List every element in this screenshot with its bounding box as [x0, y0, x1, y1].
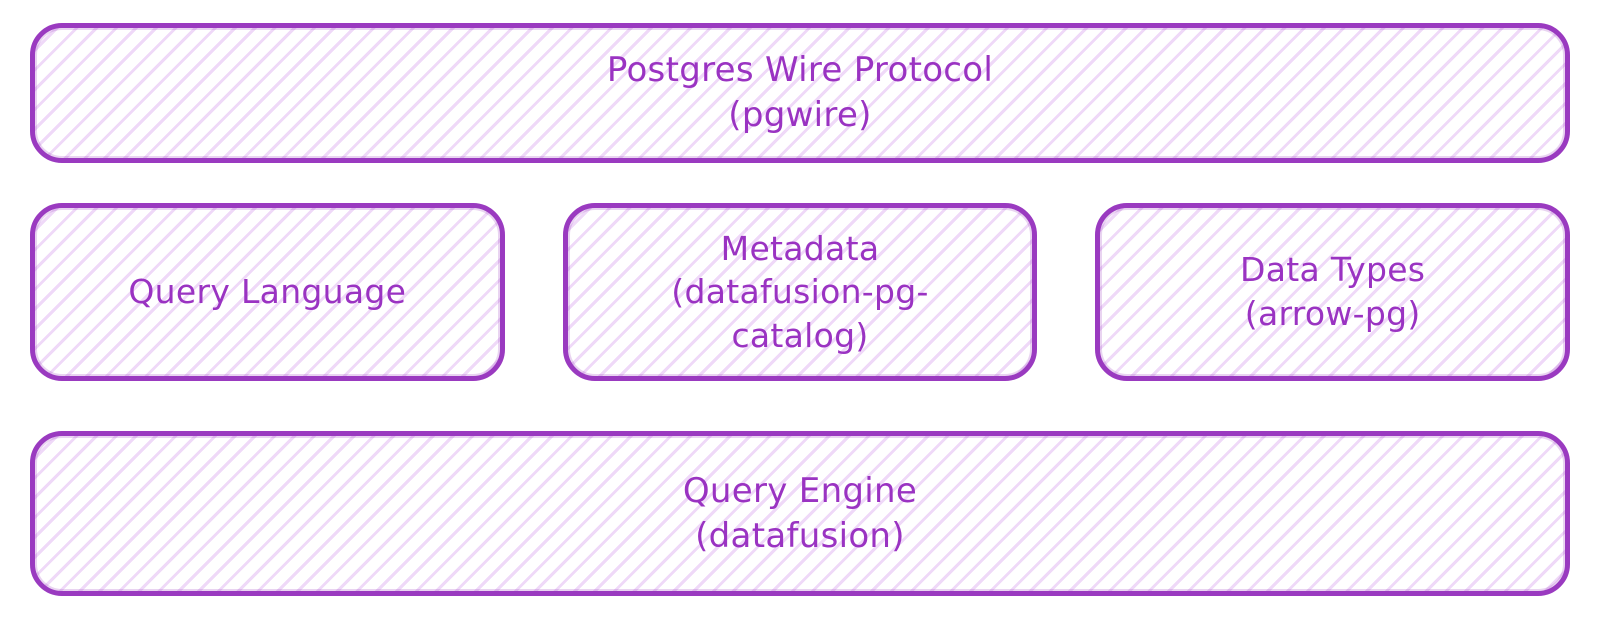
box-query-engine: Query Engine (datafusion)	[30, 431, 1570, 596]
box-metadata: Metadata (datafusion-pg- catalog)	[562, 203, 1038, 381]
box-label-line: Postgres Wire Protocol	[606, 50, 994, 91]
box-postgres-wire-protocol: Postgres Wire Protocol (pgwire)	[30, 23, 1570, 163]
box-label-line: (datafusion)	[695, 515, 905, 556]
box-postgres-wire-protocol-label: Postgres Wire Protocol (pgwire)	[607, 48, 993, 138]
box-label-line: Query Language	[128, 272, 407, 312]
diagram-row-components: Query Language Metadata (datafusion-pg- …	[30, 203, 1571, 381]
box-label-line: catalog)	[731, 315, 869, 355]
box-metadata-label: Metadata (datafusion-pg- catalog)	[671, 227, 928, 358]
box-query-language-label: Query Language	[128, 270, 406, 314]
box-label-line: Data Types	[1240, 250, 1426, 290]
box-label-line: Query Engine	[682, 470, 918, 511]
box-label-line: (arrow-pg)	[1244, 294, 1421, 333]
box-query-engine-label: Query Engine (datafusion)	[683, 469, 917, 559]
diagram-row-protocol: Postgres Wire Protocol (pgwire)	[30, 23, 1570, 163]
box-label-line: Metadata	[720, 228, 880, 268]
box-data-types-label: Data Types (arrow-pg)	[1240, 248, 1425, 335]
box-label-line: (datafusion-pg-	[671, 272, 929, 312]
box-data-types: Data Types (arrow-pg)	[1095, 203, 1571, 381]
diagram-row-engine: Query Engine (datafusion)	[30, 431, 1570, 596]
box-label-line: (pgwire)	[728, 95, 872, 135]
box-query-language: Query Language	[30, 203, 505, 381]
